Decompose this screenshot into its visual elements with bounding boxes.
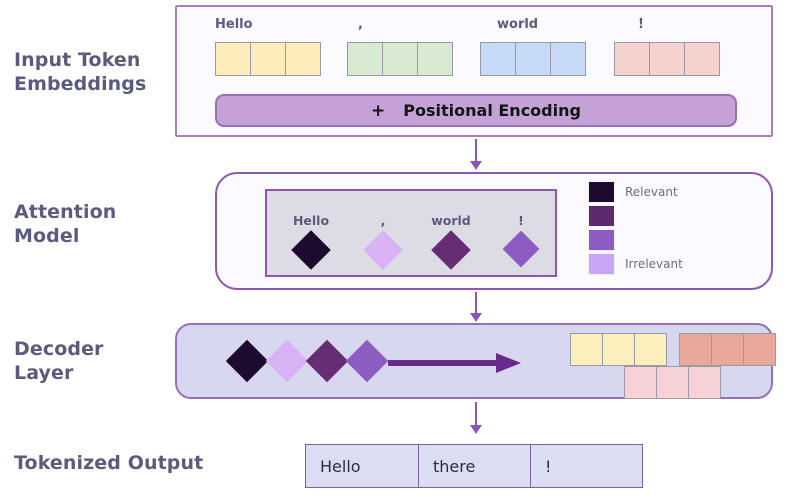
embedding-cell	[347, 42, 383, 76]
decoder-output-block-yellow	[570, 333, 667, 366]
embedding-cell	[417, 42, 453, 76]
attention-token-comma: ,	[351, 213, 415, 270]
arrow-decoder-to-output	[469, 402, 483, 436]
legend-swatch-3	[588, 253, 615, 275]
attention-diamond-hello	[291, 230, 331, 270]
token-word-hello: Hello	[215, 17, 253, 32]
attention-token-label: world	[431, 213, 471, 228]
embedding-cell	[215, 42, 251, 76]
decoder-cell	[679, 333, 712, 366]
token-word-exclamation: !	[638, 17, 644, 32]
legend-label-relevant: Relevant	[625, 185, 678, 199]
plus-sign: +	[371, 100, 386, 121]
decoder-cell	[602, 333, 635, 366]
decoder-cell	[743, 333, 776, 366]
decoder-diamond-3	[345, 339, 389, 383]
legend-row-relevant: Relevant	[588, 180, 683, 204]
decoder-layer-panel	[175, 323, 776, 399]
decoder-diamond-2	[305, 339, 349, 383]
decoder-cell	[624, 366, 657, 399]
row-label-input-token-embeddings: Input Token Embeddings	[14, 49, 147, 95]
token-word-comma: ,	[358, 17, 363, 32]
output-cell-0: Hello	[320, 456, 361, 476]
legend-row-irrelevant: Irrelevant	[588, 252, 683, 276]
tokenized-output-table: Hello there !	[305, 444, 643, 488]
attention-token-world: world	[419, 213, 483, 270]
embedding-cell	[649, 42, 685, 76]
decoder-diamond-row	[225, 339, 389, 383]
positional-encoding-label: Positional Encoding	[403, 101, 581, 120]
legend-swatch-0	[588, 181, 615, 203]
decoder-cell	[688, 366, 721, 399]
embedding-cell	[550, 42, 586, 76]
attention-token-label: ,	[380, 213, 386, 228]
decoder-cell	[634, 333, 667, 366]
arrow-head	[496, 353, 521, 373]
attention-token-label: Hello	[292, 213, 330, 228]
attention-legend: Relevant Irrelevant	[588, 180, 683, 276]
token-cells-world	[480, 42, 586, 76]
embedding-cell	[382, 42, 418, 76]
embedding-cell	[684, 42, 720, 76]
embedding-cell	[515, 42, 551, 76]
row-label-tokenized-output: Tokenized Output	[14, 452, 204, 474]
decoder-diamond-0	[225, 339, 269, 383]
attention-token-grid: Hello , world !	[265, 189, 557, 277]
arrow-embeddings-to-attention	[469, 139, 483, 171]
decoder-cell	[711, 333, 744, 366]
attention-token-exclamation: !	[489, 213, 553, 268]
output-cell-2: !	[530, 445, 642, 487]
attention-token-label: !	[518, 213, 524, 228]
legend-swatch-1	[588, 205, 615, 227]
embedding-cell	[250, 42, 286, 76]
legend-label-irrelevant: Irrelevant	[625, 257, 683, 271]
attention-model-panel: Hello , world !	[215, 172, 773, 290]
decoder-output-block-salmon	[679, 333, 776, 366]
attention-diamond-world	[431, 230, 471, 270]
legend-row-2	[588, 204, 683, 228]
token-cells-hello	[215, 42, 321, 76]
legend-swatch-2	[588, 229, 615, 251]
embedding-cell	[614, 42, 650, 76]
decoder-output-block-pink	[624, 366, 721, 399]
row-label-attention-model: Attention Model	[14, 201, 117, 247]
legend-row-3	[588, 228, 683, 252]
decoder-cell	[656, 366, 689, 399]
decoder-diamond-1	[265, 339, 309, 383]
attention-diamond-exclamation	[502, 230, 540, 268]
attention-diamond-comma	[363, 230, 403, 270]
embedding-cell	[285, 42, 321, 76]
arrow-attention-to-decoder	[469, 292, 483, 324]
token-cells-exclamation	[614, 42, 720, 76]
output-cell-1: there	[418, 445, 530, 487]
input-token-embeddings-panel: Hello , world !	[175, 5, 773, 137]
row-label-decoder-layer: Decoder Layer	[14, 338, 104, 384]
attention-token-hello: Hello	[279, 213, 343, 270]
arrow-shaft	[388, 360, 500, 366]
decoder-cell	[570, 333, 603, 366]
token-word-world: world	[497, 17, 539, 32]
positional-encoding-bar: + Positional Encoding	[215, 94, 737, 127]
token-cells-comma	[347, 42, 453, 76]
decoder-process-arrow	[388, 353, 528, 373]
embedding-cell	[480, 42, 516, 76]
